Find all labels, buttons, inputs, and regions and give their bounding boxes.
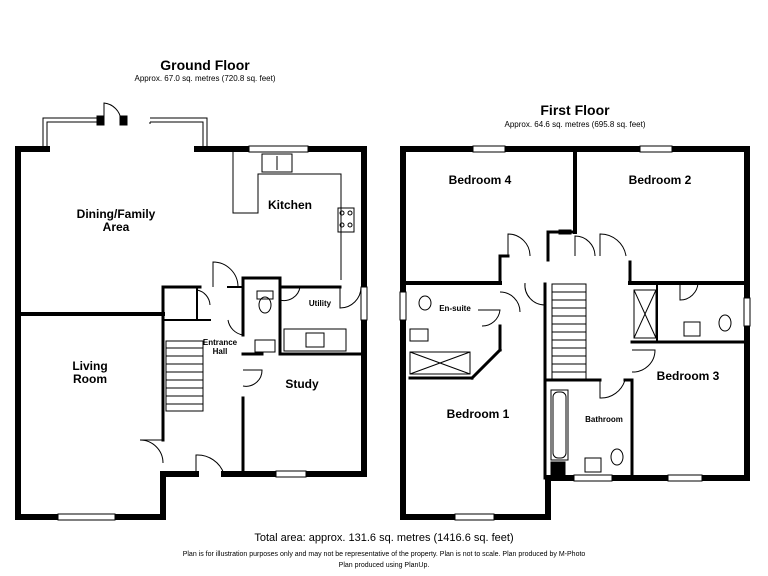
room-label-utility: Utility: [308, 299, 332, 308]
kitchen-units: [232, 152, 355, 352]
total-area: Total area: approx. 131.6 sq. metres (14…: [254, 532, 514, 544]
bathroom-fixtures: [550, 389, 624, 477]
cloakroom-wc: [254, 290, 276, 353]
ground-floor-stairs: [165, 340, 204, 412]
disclaimer-text: Plan is for illustration purposes only a…: [182, 551, 586, 558]
room-label-study: Study: [285, 377, 319, 391]
first-floor-doors: [478, 233, 699, 399]
room-label-bedroom-4: Bedroom 4: [448, 173, 512, 187]
room-label-bedroom-2: Bedroom 2: [628, 173, 692, 187]
ground-floor-walls: [15, 146, 367, 520]
first-floor-stairs: [551, 283, 587, 381]
ground-floor-area: Approx. 67.0 sq. metres (720.8 sq. feet): [134, 74, 276, 83]
patio-doors: [42, 102, 208, 149]
ground-floor-doors: [139, 261, 362, 475]
ground-floor-windows: [57, 145, 368, 521]
room-label-bedroom-1: Bedroom 1: [446, 407, 510, 421]
first-floor-plan: [399, 145, 751, 521]
ground-floor-plan: [15, 102, 368, 521]
room-label-entrance-hall: Entrance Hall: [202, 338, 238, 356]
room-label-en-suite: En-suite: [439, 304, 471, 313]
en-suite-fixtures: [409, 295, 471, 375]
first-floor-title: First Floor: [540, 102, 610, 118]
room-label-bedroom-3: Bedroom 3: [656, 369, 720, 383]
room-label-dining-family: Dining/Family Area: [76, 207, 156, 234]
bedroom-3-ensuite-fixtures: [633, 289, 732, 339]
room-label-kitchen: Kitchen: [267, 198, 312, 212]
room-label-bathroom: Bathroom: [585, 415, 623, 424]
first-floor-walls: [400, 146, 750, 520]
produced-by-text: Plan produced using PlanUp.: [338, 562, 430, 569]
first-floor-area: Approx. 64.6 sq. metres (695.8 sq. feet): [504, 120, 646, 129]
ground-floor-title: Ground Floor: [160, 57, 250, 73]
first-floor-windows: [399, 145, 751, 521]
room-label-living-room: Living Room: [72, 359, 108, 386]
